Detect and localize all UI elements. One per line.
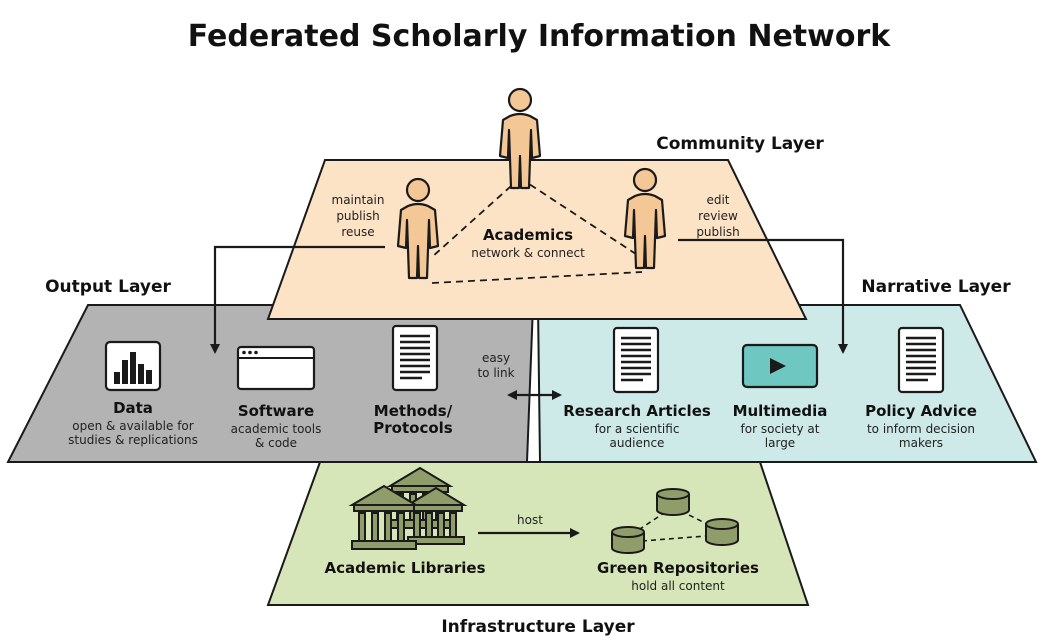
database-icon	[705, 518, 739, 546]
software-sub-line2: & code	[255, 436, 297, 450]
policy-title: Policy Advice	[865, 402, 977, 420]
library-building-icon	[348, 484, 420, 550]
right-action-edit: edit	[706, 193, 729, 207]
repositories-label: Green Repositories	[597, 559, 759, 577]
software-sub-line1: academic tools	[231, 422, 322, 436]
articles-sub-line1: for a scientific	[595, 422, 680, 436]
academic-person-icon	[396, 177, 440, 280]
infrastructure-layer-label: Infrastructure Layer	[441, 617, 635, 637]
right-action-review: review	[698, 209, 738, 223]
software-title: Software	[238, 402, 314, 420]
libraries-label: Academic Libraries	[324, 559, 485, 577]
left-action-reuse: reuse	[341, 225, 374, 239]
play-video-icon	[741, 343, 819, 389]
output-layer-label: Output Layer	[45, 277, 171, 297]
methods-title-line1: Methods/	[374, 402, 453, 420]
data-title: Data	[113, 399, 153, 417]
articles-sub-line2: audience	[610, 436, 665, 450]
narrative-layer-label: Narrative Layer	[861, 277, 1011, 297]
contribute-arrow-right	[678, 238, 848, 354]
link-label-line2: to link	[477, 366, 514, 380]
diagram-title: Federated Scholarly Information Network	[188, 19, 891, 54]
left-action-publish: publish	[336, 209, 379, 223]
document-icon	[391, 324, 439, 392]
community-layer-plate	[266, 159, 808, 320]
library-building-icon	[404, 486, 468, 545]
article-document-icon	[612, 326, 660, 394]
policy-document-icon	[897, 326, 945, 394]
multimedia-title: Multimedia	[733, 402, 828, 420]
bar-chart-icon	[104, 340, 162, 392]
database-icon	[656, 488, 690, 516]
database-icon	[611, 526, 645, 554]
data-sub-line2: studies & replications	[68, 433, 198, 447]
host-label: host	[517, 513, 543, 527]
link-label-line1: easy	[482, 351, 510, 365]
contribute-arrow-left	[210, 245, 385, 354]
academics-sublabel: network & connect	[471, 246, 585, 260]
academic-person-icon	[623, 167, 667, 270]
academic-person-icon	[498, 87, 542, 190]
methods-title-line2: Protocols	[373, 419, 453, 437]
policy-sub-line1: to inform decision	[867, 422, 975, 436]
multimedia-sub-line1: for society at	[741, 422, 820, 436]
articles-title: Research Articles	[563, 402, 711, 420]
policy-sub-line2: makers	[899, 436, 943, 450]
left-action-maintain: maintain	[332, 193, 385, 207]
software-window-icon	[236, 345, 316, 391]
data-sub-line1: open & available for	[72, 419, 193, 433]
academics-network-links	[431, 177, 643, 284]
community-layer-label: Community Layer	[656, 134, 824, 154]
multimedia-sub-line2: large	[765, 436, 795, 450]
right-action-publish: publish	[696, 225, 739, 239]
academics-label: Academics	[483, 226, 573, 244]
repositories-sublabel: hold all content	[631, 579, 725, 593]
